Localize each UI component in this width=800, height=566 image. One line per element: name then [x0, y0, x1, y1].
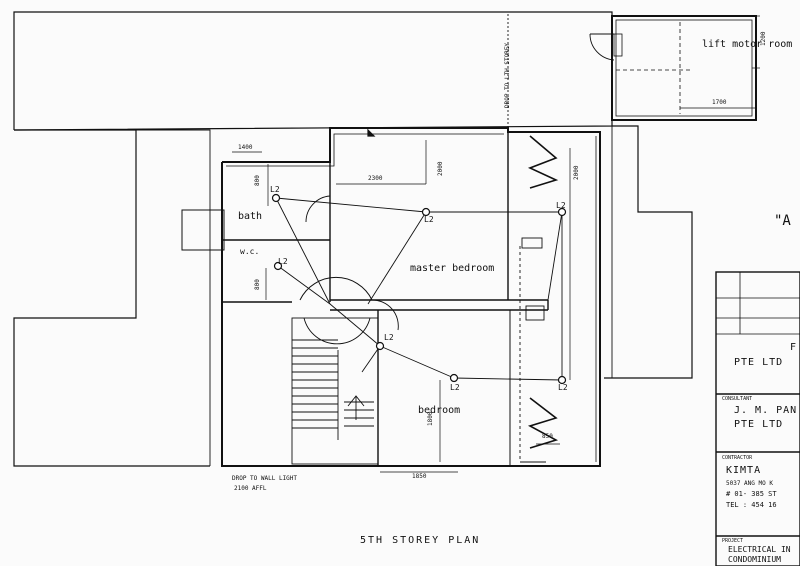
room-label-lift-motor: lift motor room — [702, 39, 793, 50]
wardrobe-zigzag-upper — [527, 135, 559, 189]
light-label: L2 — [556, 201, 566, 210]
wardrobe-zigzag-lower — [527, 397, 559, 449]
bath-door-arc — [305, 195, 331, 223]
lift-door-arc — [589, 33, 615, 61]
room-label-wc: w.c. — [240, 247, 260, 256]
dimension-lines — [232, 15, 760, 473]
room-label-bath: bath — [238, 211, 263, 222]
contractor-name: KIMTA — [726, 465, 762, 476]
title-block-company-line1: F — [790, 342, 797, 353]
light-point — [421, 207, 431, 217]
project-title-line2: CONDOMINIUM — [728, 555, 781, 564]
plan-title: 5TH STOREY PLAN — [360, 535, 481, 546]
project-label: PROJECT — [722, 538, 744, 544]
bath-duct — [181, 209, 225, 251]
contractor-unit: # 01- 385 ST — [726, 490, 777, 498]
corner-mark: "A — [774, 213, 791, 229]
light-label: L2 — [450, 383, 460, 392]
light-label: L2 — [278, 257, 288, 266]
light-label: L2 — [270, 185, 280, 194]
light-label: L2 — [558, 383, 568, 392]
light-point — [557, 375, 567, 385]
dim-1800: 1800 — [427, 411, 434, 426]
light-point — [271, 193, 281, 203]
light-point — [449, 373, 459, 383]
drop-to-wall-light-note: DROP TO WALL LIGHT — [232, 475, 298, 482]
dim-800-a: 800 — [254, 175, 261, 186]
light-label: L2 — [384, 333, 394, 342]
wall-light-height-note: 2100 AFFL — [234, 485, 267, 492]
dim-1200: 1200 — [760, 31, 767, 46]
left-wing-outline — [13, 129, 210, 467]
room-label-master-bedroom: master bedroom — [410, 263, 495, 274]
circular-stair-arc — [299, 277, 373, 301]
dim-1400: 1400 — [238, 144, 253, 151]
contractor-tel: TEL : 454 16 — [726, 501, 777, 509]
dim-2000-a: 2000 — [437, 161, 444, 176]
title-block-company-line2: PTE LTD — [734, 357, 784, 368]
project-title-line1: ELECTRICAL IN — [728, 545, 791, 554]
light-point — [375, 341, 385, 351]
light-point — [557, 207, 567, 217]
dim-850: 850 — [542, 433, 553, 440]
dim-1850: 1850 — [412, 473, 427, 480]
consultant-label: CONSULTANT — [722, 396, 753, 402]
dim-2000-b: 2000 — [573, 165, 580, 180]
drop-to-lift-note: DROP TO LTH STOREY — [504, 42, 511, 108]
room-label-bedroom: bedroom — [418, 405, 461, 416]
wiring-runs — [275, 12, 563, 463]
light-label: L2 — [424, 215, 434, 224]
dim-1700: 1700 — [712, 99, 727, 106]
right-wing-outline — [604, 125, 693, 379]
contractor-address: 5037 ANG MO K — [726, 480, 773, 487]
dim-2300: 2300 — [368, 175, 383, 182]
light-point — [273, 261, 283, 271]
consultant-name: J. M. PAN — [734, 405, 798, 416]
consultant-suffix: PTE LTD — [734, 419, 784, 430]
title-block-frame — [715, 271, 800, 566]
dim-800-b: 800 — [254, 279, 261, 290]
staircase — [291, 317, 379, 465]
contractor-label: CONTRACTOR — [722, 455, 753, 461]
